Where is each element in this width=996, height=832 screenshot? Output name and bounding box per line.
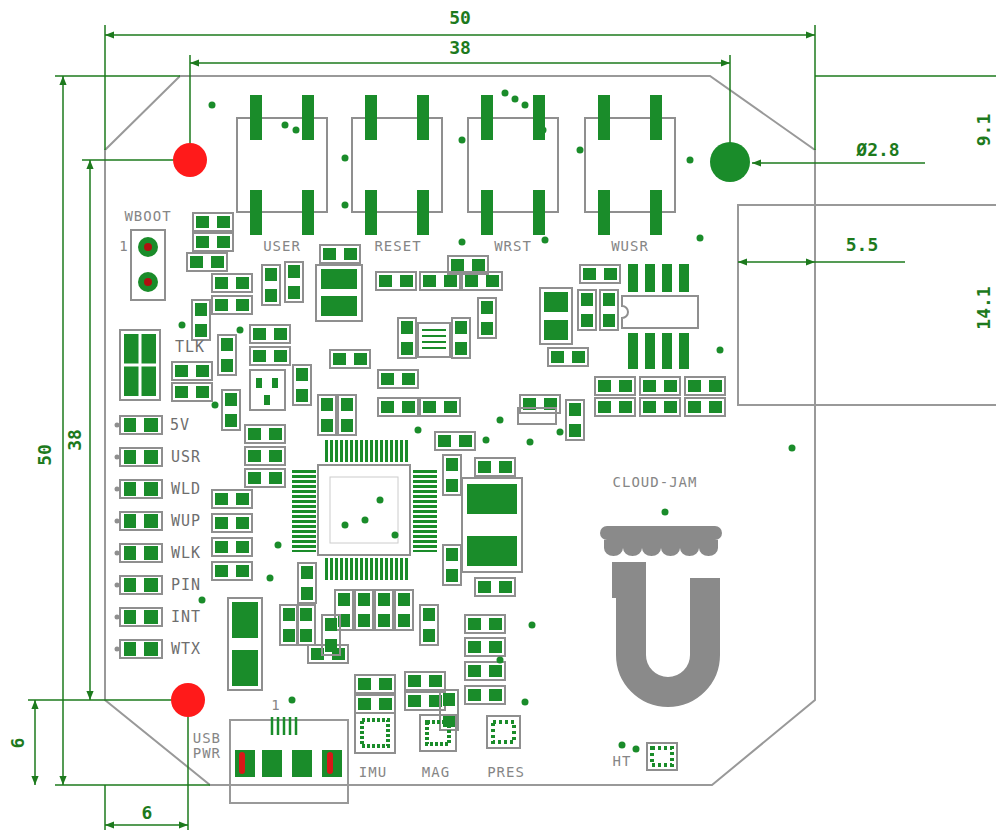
dimension-value: 50 [35, 444, 55, 466]
silkscreen-label: WUSR [611, 239, 649, 254]
large-components [120, 265, 572, 690]
led-label: PIN [171, 577, 201, 594]
dimension-lines [28, 25, 996, 830]
dimension-value: 14.1 [974, 286, 994, 329]
led-label: WLD [171, 481, 201, 498]
pin-marker: 1 [119, 239, 128, 254]
dimension-value: 5.5 [846, 235, 879, 255]
dimension-value: 9.1 [974, 114, 994, 147]
connector-outline [738, 205, 996, 405]
dimension-value: 6 [8, 738, 28, 749]
led-label: INT [171, 609, 201, 626]
status-leds [115, 416, 163, 658]
dimension-value: 50 [449, 8, 471, 28]
dimension-value: 6 [142, 803, 153, 823]
pin-marker: 1 [271, 698, 280, 713]
sensor-label: MAG [422, 765, 450, 780]
tactile-switches [237, 95, 675, 235]
silkscreen-label: WBOOT [124, 209, 171, 224]
usb-connector [230, 717, 348, 803]
dimension-value: Ø2.8 [856, 140, 899, 160]
logo-text: CLOUD-JAM [613, 475, 698, 490]
dimension-value: 38 [65, 429, 85, 451]
sensors [355, 713, 677, 770]
sensor-label: PRES [487, 765, 525, 780]
led-label: WTX [171, 641, 201, 658]
silkscreen-label: WRST [494, 239, 532, 254]
silkscreen-label: RESET [374, 239, 421, 254]
soic-ic [622, 264, 698, 369]
led-label: WUP [171, 513, 201, 530]
silkscreen-label: USB PWR [187, 731, 221, 762]
dimension-value: 38 [449, 38, 471, 58]
led-label: WLK [171, 545, 201, 562]
boot-header [131, 230, 165, 300]
cloud-jam-logo [600, 526, 722, 692]
passive-components [172, 213, 725, 730]
sensor-label: IMU [359, 765, 387, 780]
silkscreen-label: USER [263, 239, 301, 254]
microcontroller [292, 440, 437, 580]
board-outline [105, 76, 815, 785]
sensor-label: HT [613, 754, 632, 769]
vias [179, 90, 796, 753]
silkscreen-label: TLK [175, 339, 205, 356]
led-label: 5V [170, 417, 190, 434]
led-label: USR [171, 449, 201, 466]
